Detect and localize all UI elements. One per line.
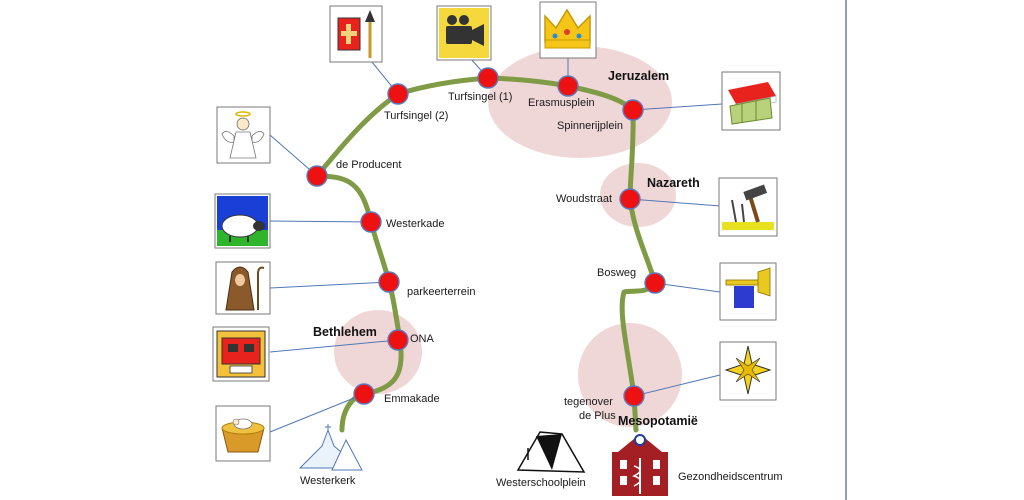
- star-icon: [719, 341, 777, 401]
- shepherd-icon: [215, 261, 271, 315]
- stop-label-tegenover-line1: tegenover: [564, 396, 613, 408]
- region-label-mesopotamie: Mesopotamië: [618, 414, 698, 428]
- stop-spinnerijplein[interactable]: [622, 99, 644, 121]
- region-label-jeruzalem: Jeruzalem: [608, 69, 669, 83]
- banner-spear-icon: [329, 5, 383, 63]
- video-camera-icon: [436, 5, 492, 61]
- hammer-nails-icon: [718, 177, 778, 237]
- stop-label-tegenover-line2: de Plus: [579, 410, 616, 422]
- landmark-label-westerschoolplein: Westerschoolplein: [496, 477, 586, 489]
- stop-label-bosweg: Bosweg: [597, 267, 636, 279]
- crown-icon: [539, 1, 597, 59]
- stop-label-westerkade: Westerkade: [386, 218, 445, 230]
- stop-label-turfsingel-2: Turfsingel (2): [384, 110, 448, 122]
- trumpet-icon: [719, 262, 777, 321]
- stop-label-turfsingel-1: Turfsingel (1): [448, 91, 512, 103]
- region-label-bethlehem: Bethlehem: [313, 325, 377, 339]
- stop-label-erasmusplein: Erasmusplein: [528, 97, 595, 109]
- tv-box-icon: [212, 326, 270, 382]
- landmark-label-gezondheidscentrum: Gezondheidscentrum: [678, 471, 783, 483]
- stop-bosweg[interactable]: [644, 272, 666, 294]
- stop-turfsingel-2[interactable]: [387, 83, 409, 105]
- stop-tegenover-de-plus[interactable]: [623, 385, 645, 407]
- tent-icon: [516, 431, 586, 473]
- hospital-icon: [612, 434, 668, 496]
- stop-turfsingel-1[interactable]: [477, 67, 499, 89]
- stop-label-emmakade: Emmakade: [384, 393, 440, 405]
- landmark-label-westerkerk: Westerkerk: [300, 475, 356, 487]
- stop-erasmusplein[interactable]: [557, 75, 579, 97]
- stop-label-de-producent: de Producent: [336, 159, 401, 171]
- market-stall-icon: [721, 71, 781, 131]
- angel-icon: [216, 106, 271, 164]
- stop-emmakade[interactable]: [353, 383, 375, 405]
- jeruzalem-region: [488, 46, 672, 158]
- stop-westerkade[interactable]: [360, 211, 382, 233]
- bethlehem-region: [334, 310, 422, 394]
- stop-de-producent[interactable]: [306, 165, 328, 187]
- stop-parkeerterrein[interactable]: [378, 271, 400, 293]
- region-label-nazareth: Nazareth: [647, 176, 700, 190]
- stop-label-woudstraat: Woudstraat: [556, 193, 612, 205]
- church-icon: [298, 424, 363, 471]
- stop-woudstraat[interactable]: [619, 188, 641, 210]
- stop-ona[interactable]: [387, 329, 409, 351]
- stop-label-ona: ONA: [410, 333, 435, 345]
- stop-label-parkeerterrein: parkeerterrein: [407, 286, 475, 298]
- manger-icon: [215, 405, 271, 462]
- sheep-icon: [214, 193, 271, 249]
- stop-label-spinnerijplein: Spinnerijplein: [557, 120, 623, 132]
